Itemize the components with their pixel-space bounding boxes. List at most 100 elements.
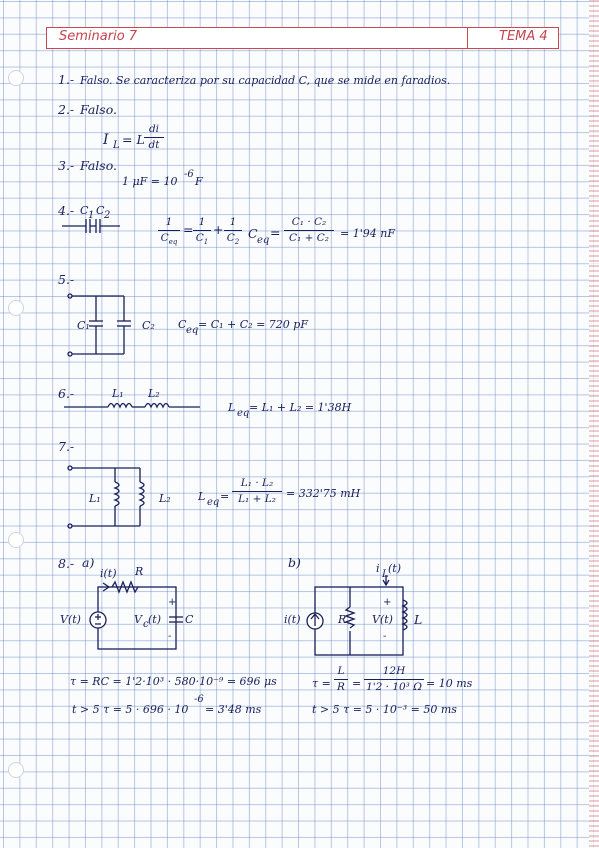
q4-c1-sub: 1 <box>88 210 95 221</box>
q8b-frac-lr: L R <box>334 666 348 692</box>
q4-frac-c2: 1 C2 <box>224 217 242 246</box>
q8b-f1-den: R <box>337 680 345 693</box>
q2-frac-num: di <box>148 123 160 135</box>
q8a-rc-circuit <box>89 580 183 650</box>
q5-eq: C <box>178 318 187 331</box>
q8b-il-t: (t) <box>388 562 402 575</box>
q8a-t-tail: = 3'48 ms <box>205 703 262 716</box>
q4-c1-label: C <box>80 204 89 217</box>
q4-frac-ceq: 1 Ceq <box>158 217 180 246</box>
q4-f1-num: 1 <box>165 216 173 228</box>
q8b-frac-values: 12H 1'2 · 10³ Ω <box>364 666 424 692</box>
q4-frac-series: C₁ · C₂ C₁ + C₂ <box>284 217 334 243</box>
q7-l2-label: L₂ <box>159 492 171 505</box>
q5-parallel-capacitors <box>67 293 131 357</box>
q7-f-den: L₁ + L₂ <box>238 492 276 505</box>
q8b-rl-circuit <box>306 575 408 656</box>
binder-hole <box>8 300 24 316</box>
topic-title: TEMA 4 <box>499 29 548 44</box>
q2-eq-sub: L <box>113 140 120 151</box>
q8b-tau-lhs: τ = <box>312 677 331 690</box>
q8a-vc-label: V <box>134 613 142 626</box>
q8b-il-label: i <box>376 562 380 575</box>
q4-f3-den: C2 <box>227 232 240 246</box>
q8a-plus: + <box>168 597 177 608</box>
q8b-f1-num: L <box>337 665 345 677</box>
q7-eq-equals: = <box>220 490 230 503</box>
q8b-inductor-label: L <box>414 612 423 627</box>
q4-ceq-sub: eq <box>257 235 270 246</box>
q3-eq-exp: -6 <box>184 169 194 180</box>
q4-c2-sub: 2 <box>104 210 111 221</box>
q8b-plus: + <box>383 597 392 608</box>
q8-number: 8.- <box>58 556 75 571</box>
q8-part-b: b) <box>288 555 301 570</box>
q6-eq-rest: = L₁ + L₂ = 1'38H <box>249 401 352 414</box>
q4-f3-num: 1 <box>229 216 237 228</box>
q8a-vc-t: (t) <box>148 613 162 626</box>
q8a-current-label: i(t) <box>100 567 117 580</box>
q8b-f2-num: 12H <box>382 665 406 677</box>
binder-hole <box>8 532 24 548</box>
q4-number: 4.- <box>58 203 75 218</box>
q8a-vc-sub: c <box>143 619 149 630</box>
q8b-f2-den: 1'2 · 10³ Ω <box>366 680 422 693</box>
q4-result: = 1'94 nF <box>340 227 395 240</box>
q8b-il-sub: L <box>382 569 389 580</box>
q6-series-inductors <box>64 402 200 409</box>
q7-f-num: L₁ · L₂ <box>240 477 274 489</box>
q8a-tau: τ = RC = 1'2·10³ · 580·10⁻⁹ = 696 μs <box>70 675 277 688</box>
q6-l2-label: L₂ <box>148 387 160 400</box>
q4-f1-den-sub: eq <box>168 237 178 246</box>
q5-eq-rest: = C₁ + C₂ = 720 pF <box>198 318 308 331</box>
q2-eq-equals: = L <box>122 132 145 147</box>
q7-number: 7.- <box>58 439 75 454</box>
q3-number: 3.- <box>58 158 75 173</box>
perforated-edge <box>589 0 599 848</box>
q6-number: 6.- <box>58 386 75 401</box>
q3-answer: Falso. <box>80 158 117 173</box>
q4-f2-den-text: C <box>195 231 204 244</box>
q8a-resistor-label: R <box>135 565 144 578</box>
q5-number: 5.- <box>58 272 75 287</box>
q7-eq: L <box>198 490 206 503</box>
q5-c1-label: C₁ <box>77 319 90 332</box>
q1-number: 1.- <box>58 72 75 87</box>
q8b-voltage-label: V(t) <box>372 613 393 626</box>
q4-f3-den-sub: 2 <box>234 237 240 246</box>
q8a-minus: - <box>168 631 172 642</box>
q4-series-capacitors <box>62 219 120 233</box>
binder-hole <box>8 70 24 86</box>
q5-c2-label: C₂ <box>142 319 155 332</box>
q8b-source-label: i(t) <box>284 613 301 626</box>
q8b-t: t > 5 τ = 5 · 10⁻³ = 50 ms <box>312 703 457 716</box>
q8b-minus: - <box>383 631 387 642</box>
seminar-title: Seminario 7 <box>59 29 138 44</box>
q7-l1-label: L₁ <box>89 492 101 505</box>
q4-frac-c1: 1 C1 <box>193 217 211 246</box>
q4-f4-den: C₁ + C₂ <box>289 231 329 244</box>
page-header: Seminario 7 TEMA 4 <box>46 27 559 49</box>
q3-eq: 1 μF = 10 <box>122 175 178 188</box>
q2-answer: Falso. <box>80 102 117 117</box>
q8a-t-exp: -6 <box>194 694 204 705</box>
q8a-cap-label: C <box>185 613 194 626</box>
q4-f1-den: Ceq <box>160 231 178 246</box>
q7-result: = 332'75 mH <box>286 487 361 500</box>
header-divider <box>467 28 468 48</box>
q5-eq-sub: eq <box>186 325 199 336</box>
q4-f2-num: 1 <box>198 216 206 228</box>
q8b-equals: = <box>352 677 362 690</box>
q4-f4-num: C₁ · C₂ <box>291 216 327 228</box>
q3-eq-tail: F <box>195 175 203 188</box>
q4-f1-den-text: C <box>160 231 169 244</box>
q2-number: 2.- <box>58 102 75 117</box>
binder-hole <box>8 762 24 778</box>
q2-fraction: di dt <box>144 124 164 150</box>
q8-part-a: a) <box>82 555 95 570</box>
q2-frac-den: dt <box>148 138 160 151</box>
q4-ceq: C <box>248 226 258 241</box>
q2-eq-lhs: I <box>103 132 109 148</box>
